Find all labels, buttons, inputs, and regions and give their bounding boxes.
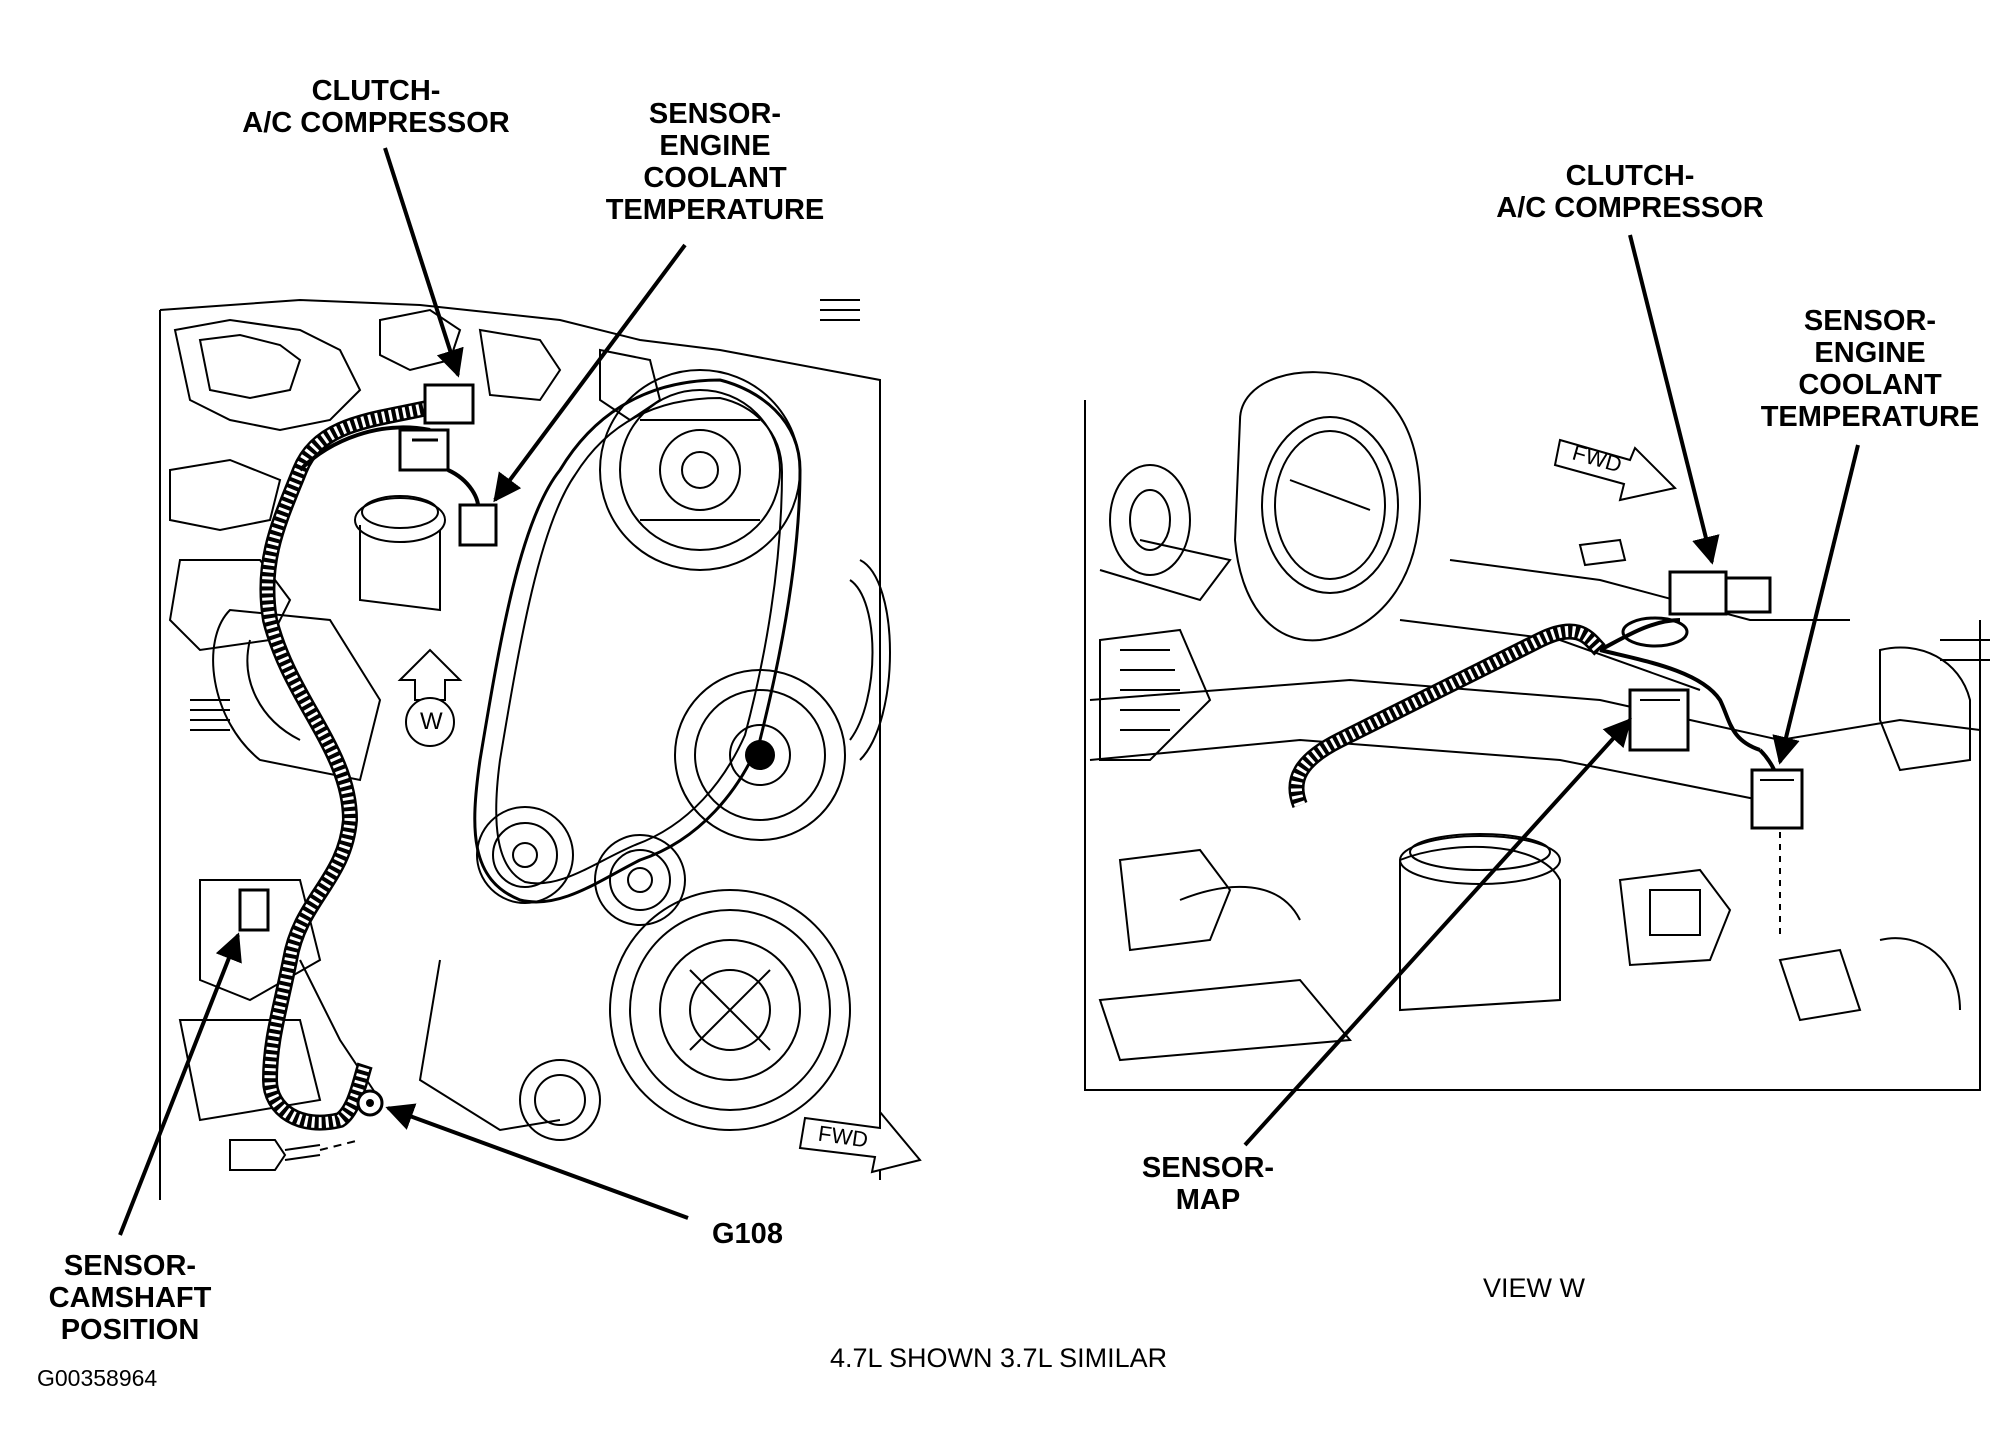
callout-line: ENGINE: [659, 130, 771, 162]
callout-line: SENSOR-: [648, 98, 782, 130]
right-engine-illustration: [1084, 371, 1990, 1091]
figure-caption: 4.7L SHOWN 3.7L SIMILAR: [830, 1343, 1168, 1373]
callout-line: SENSOR-: [1141, 1152, 1275, 1184]
callout-line: SENSOR-: [1803, 305, 1937, 337]
callout-line: POSITION: [60, 1314, 200, 1346]
callout-line: A/C COMPRESSOR: [242, 107, 510, 139]
callout-line: MAP: [1175, 1184, 1241, 1216]
callout-line: CAMSHAFT: [48, 1282, 212, 1314]
callout-map-sensor: SENSOR- MAP: [1118, 1152, 1298, 1216]
left-fwd-arrow: [798, 1109, 922, 1174]
callout-g108-ground: G108: [712, 1218, 783, 1250]
view-w-marker: [397, 648, 463, 747]
callout-line: A/C COMPRESSOR: [1496, 192, 1764, 224]
left-wiring-harness: [238, 383, 498, 1131]
callout-line: TEMPERATURE: [1760, 401, 1980, 433]
callout-leaders: [118, 147, 1860, 1236]
callout-clutch-ac-compressor-right: CLUTCH- A/C COMPRESSOR: [1485, 160, 1775, 224]
figure-id: G00358964: [37, 1365, 158, 1391]
callout-engine-coolant-temperature-left: SENSOR- ENGINE COOLANT TEMPERATURE: [580, 98, 850, 226]
callout-clutch-ac-compressor-left: CLUTCH- A/C COMPRESSOR: [236, 75, 516, 139]
callout-line: CLUTCH-: [1565, 160, 1695, 192]
right-fwd-arrow: [1553, 438, 1678, 502]
callout-engine-coolant-temperature-right: SENSOR- ENGINE COOLANT TEMPERATURE: [1745, 305, 1995, 433]
left-engine-illustration: [159, 298, 891, 1200]
callout-camshaft-position: SENSOR- CAMSHAFT POSITION: [20, 1250, 240, 1346]
callout-line: COOLANT: [1798, 369, 1942, 401]
view-w-marker-letter: W: [420, 708, 443, 735]
callout-line: TEMPERATURE: [605, 194, 825, 226]
callout-line: CLUTCH-: [311, 75, 441, 107]
callout-line: SENSOR-: [63, 1250, 197, 1282]
view-w-title: VIEW W: [1483, 1273, 1585, 1303]
callout-line: COOLANT: [643, 162, 787, 194]
right-wiring-harness: [1288, 570, 1804, 830]
callout-line: ENGINE: [1814, 337, 1926, 369]
